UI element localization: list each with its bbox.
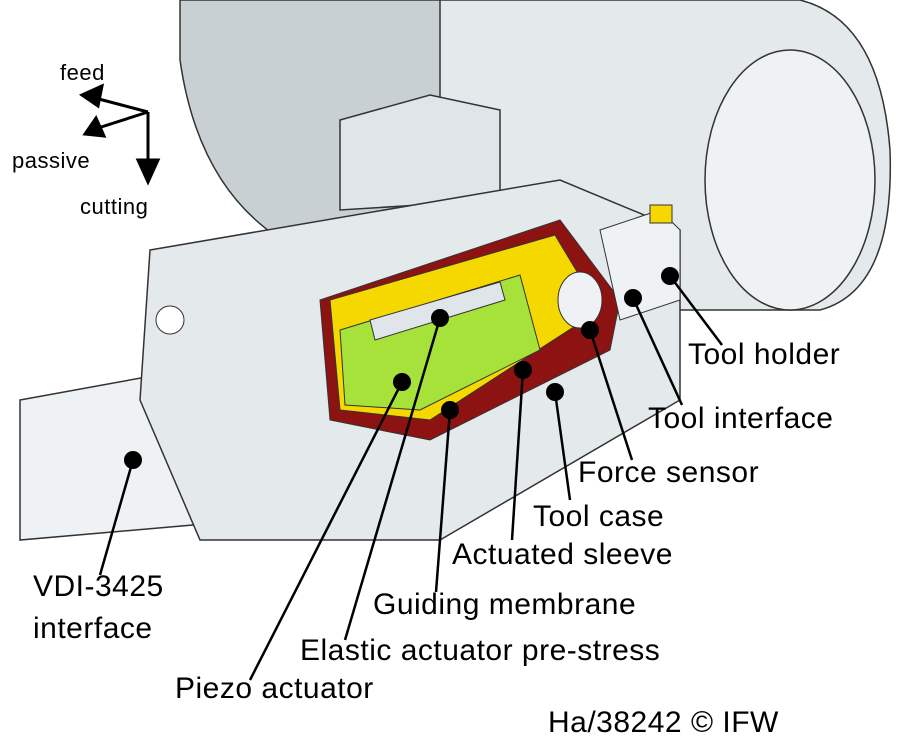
mount-hole <box>155 305 185 335</box>
piezo-stack <box>339 274 541 411</box>
feed-label: feed <box>60 60 105 85</box>
cutting-label: cutting <box>80 194 149 219</box>
direction-arrows <box>78 83 161 186</box>
leader-lines <box>98 275 723 681</box>
guiding-membrane-label: Guiding membrane <box>373 588 637 621</box>
insert <box>649 204 673 224</box>
elastic-prestress-label: Elastic actuator pre-stress <box>300 634 661 667</box>
force-sensor-shape <box>557 271 603 329</box>
actuated-sleeve-label: Actuated sleeve <box>452 538 673 571</box>
vdi-label-line1: VDI-3425 <box>33 570 164 603</box>
leader-dots <box>124 267 679 469</box>
tool-case-label: Tool case <box>533 500 665 533</box>
force-sensor-label: Force sensor <box>578 456 760 489</box>
tool-holder-face <box>704 49 876 311</box>
vdi-label-line2: interface <box>33 612 153 645</box>
tool-holder-label: Tool holder <box>688 338 841 371</box>
clamp-block <box>339 94 501 211</box>
passive-label: passive <box>12 148 91 173</box>
piezo-actuator-label: Piezo actuator <box>175 672 374 705</box>
tool-interface-label: Tool interface <box>648 402 834 435</box>
credit: Ha/38242 © IFW <box>548 706 779 739</box>
